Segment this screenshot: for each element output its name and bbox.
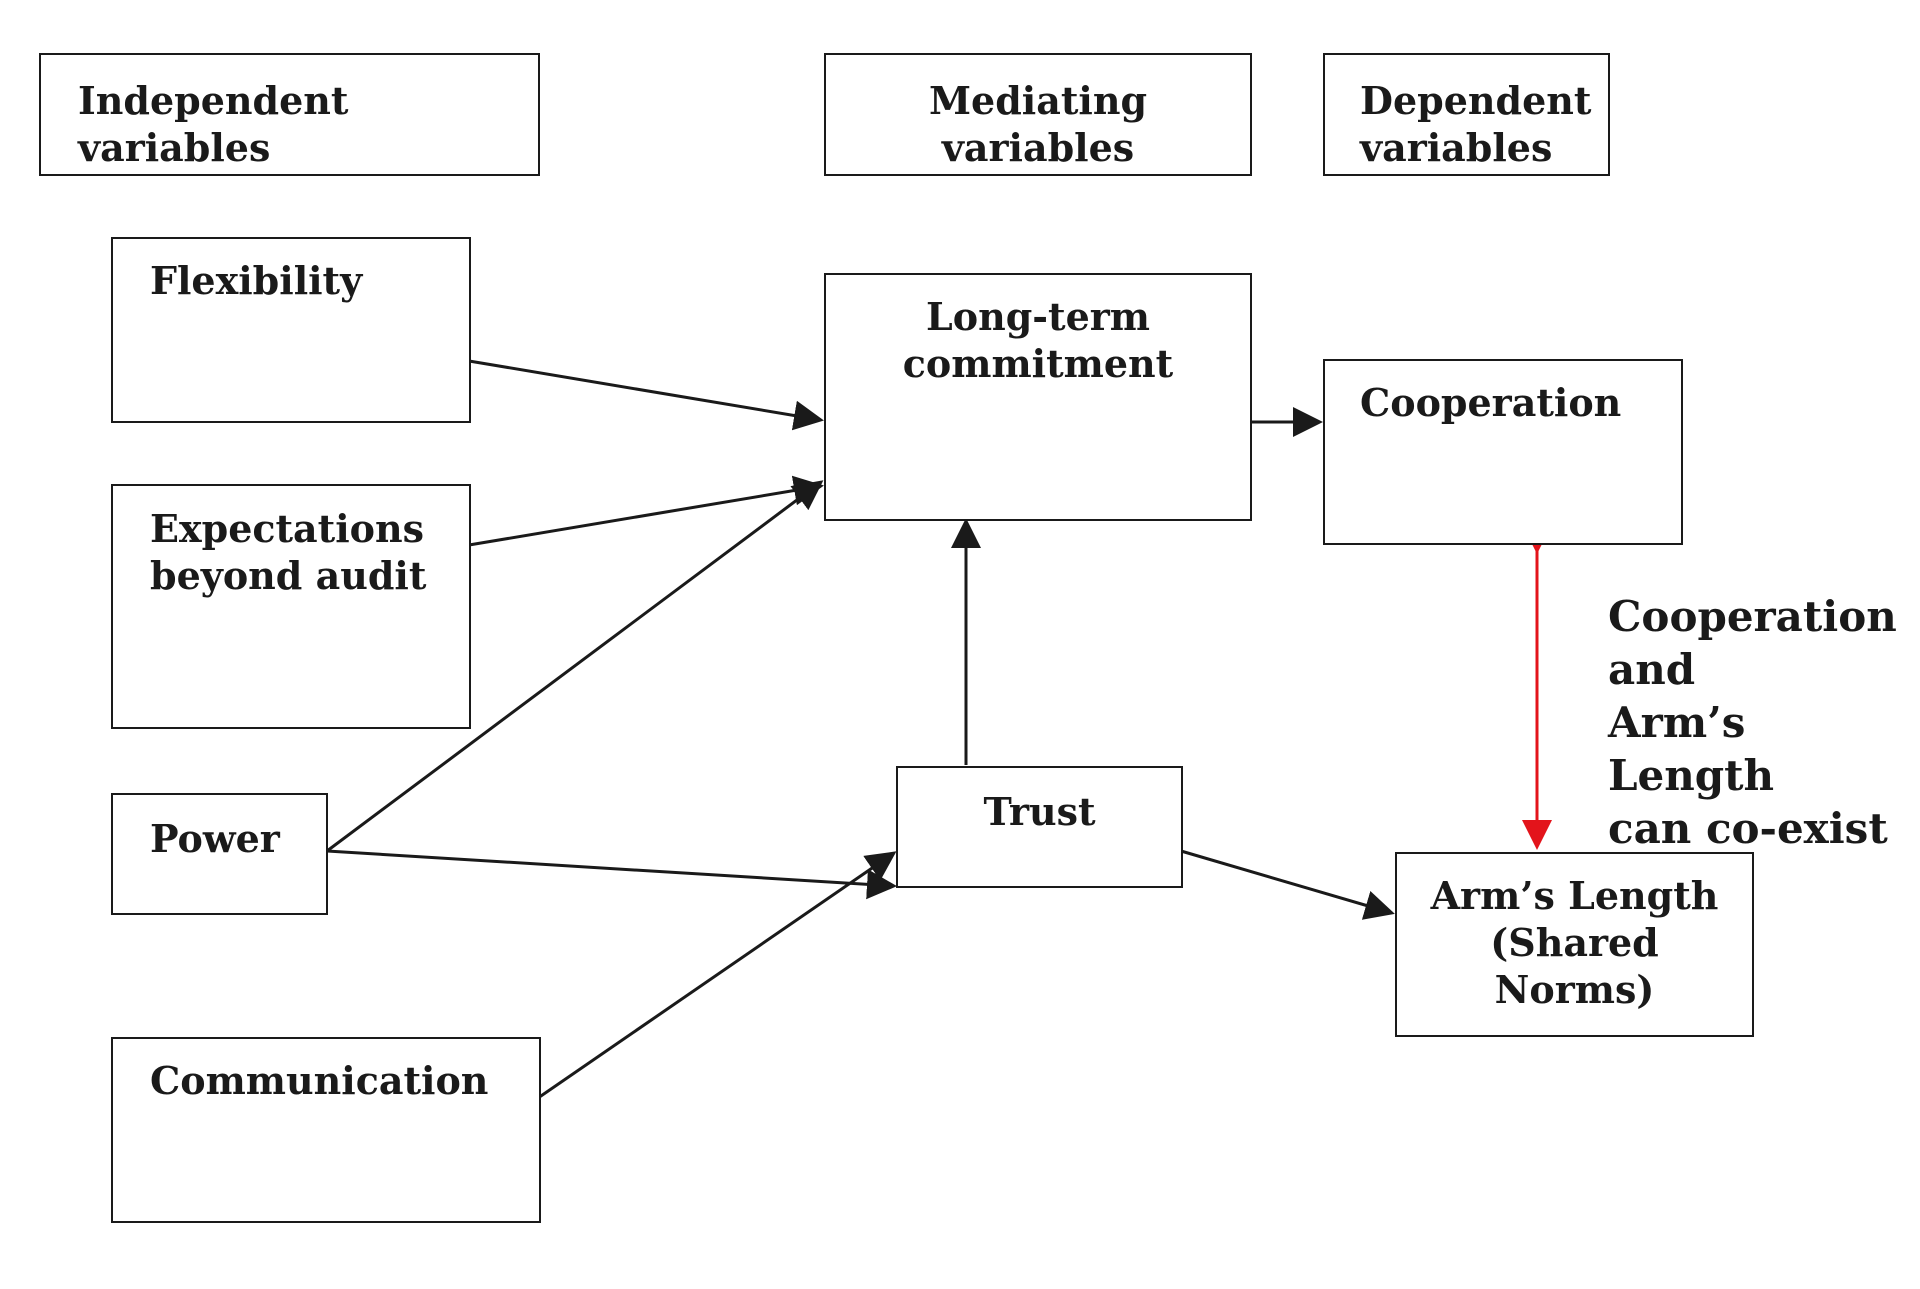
- node-communication-label: Communication: [150, 1058, 489, 1103]
- header-independent-variables: Independent variables: [39, 53, 540, 176]
- arrow-trust-to-armslength: [1180, 849, 1395, 920]
- node-communication: Communication: [111, 1037, 541, 1223]
- header-mediating-variables: Mediating variables: [824, 53, 1252, 176]
- node-expectations-beyond-audit: Expectations beyond audit: [111, 484, 471, 729]
- node-cooperation: Cooperation: [1323, 359, 1683, 545]
- arrow-flexibility-to-commitment: [468, 359, 824, 431]
- node-cooperation-label: Cooperation: [1360, 380, 1622, 425]
- arrow-power-to-trust: [326, 849, 897, 900]
- node-flexibility-label: Flexibility: [150, 258, 363, 303]
- node-expectations-label: Expectations beyond audit: [150, 506, 427, 598]
- arrow-expectations-to-commitment: [468, 475, 824, 547]
- arrow-communication-to-trust: [537, 851, 897, 1100]
- header-mediating-label: Mediating variables: [928, 78, 1148, 170]
- node-flexibility: Flexibility: [111, 237, 471, 423]
- node-commitment-label: Long-term commitment: [902, 294, 1174, 386]
- node-power: Power: [111, 793, 328, 915]
- node-arms-length: Arm’s Length (Shared Norms): [1395, 852, 1754, 1037]
- node-arms-length-label: Arm’s Length (Shared Norms): [1430, 873, 1719, 1012]
- coexist-note: Cooperation and Arm’s Length can co-exis…: [1608, 592, 1897, 853]
- node-trust-label: Trust: [983, 789, 1096, 834]
- header-dependent-variables: Dependent variables: [1323, 53, 1610, 176]
- header-independent-label: Independent variables: [78, 78, 349, 170]
- node-long-term-commitment: Long-term commitment: [824, 273, 1252, 521]
- arrow-power-to-commitment: [326, 480, 824, 853]
- node-power-label: Power: [150, 816, 280, 861]
- header-dependent-label: Dependent variables: [1360, 78, 1592, 170]
- node-trust: Trust: [896, 766, 1183, 888]
